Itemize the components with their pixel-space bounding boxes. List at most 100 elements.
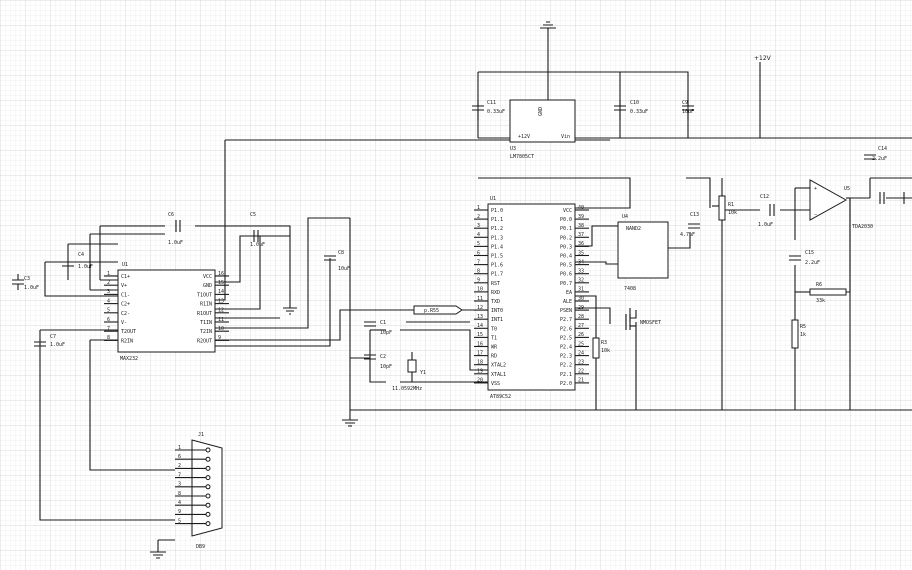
c1-ref: C1 [380,320,386,326]
c3-ref: C3 [24,276,30,282]
ground-symbol-max232 [283,307,297,315]
c13-value: 4.7uF [680,232,695,238]
mcu-left-pin-number: 10 [477,287,483,293]
max232-left-pin-name: C2+ [121,302,130,308]
max232-left-pin-name: R2IN [121,338,133,344]
c6-value: 1.0uF [168,240,183,246]
opamp-part: TDA2030 [852,224,873,230]
mcu-left-pin-name: P1.4 [491,244,503,250]
ground-symbol-mid [342,419,358,427]
wires [39,28,912,521]
c6-ref: C6 [168,212,174,218]
mcu-left-pin-number: 5 [477,241,480,247]
mcu-right-pin-name: P2.1 [560,372,572,378]
max232-right-pin-name: GND [203,283,212,289]
max232-right-pin-number: 10 [218,326,224,332]
mcu-right-pin-name: P0.3 [560,244,572,250]
gate-part: 7408 [624,286,636,292]
mcu-left-pin-name: WR [491,345,498,351]
mcu-ref: U1 [490,196,496,202]
mcu-left-pin-name: P1.5 [491,254,503,260]
mcu-left-pin-number: 1 [477,205,480,211]
max232-right-pin-name: R2OUT [197,338,212,344]
mcu-right-pin-number: 29 [578,305,584,311]
vcc-label: +12V [754,55,772,62]
mcu-left-pin-number: 17 [477,350,483,356]
mcu-left-pin-number: 7 [477,259,480,265]
c15-value: 2.2uF [805,260,820,266]
mcu-right-pin-number: 23 [578,360,584,366]
db9-pin-contact [205,465,211,471]
mcu-left-pin-number: 4 [477,232,480,238]
c9-value: 10uF [682,109,694,115]
mcu-left-pin-name: P1.3 [491,235,503,241]
mcu-left-pin-name: RD [491,354,497,360]
c14-value: 2.2uF [872,156,887,162]
mcu-right-pin-name: P0.1 [560,226,572,232]
c11-value: 0.33uF [487,109,505,115]
r5-value: 1k [800,332,806,338]
net-flag-label: p.R55 [424,308,439,314]
max232-left-pin-name: V+ [121,283,127,289]
max232-right-pin-name: R1OUT [197,311,212,317]
ground-symbol-top [540,21,556,30]
mcu-right-pin-number: 30 [578,296,584,302]
mcu-left-pin-name: P1.7 [491,272,503,278]
c12-ref: C12 [760,194,769,200]
mcu-right-pin-number: 28 [578,314,584,320]
mcu-left-pin-name: XTAL1 [491,372,506,378]
regulator-ref: U3 [510,146,516,152]
c14-ref: C14 [878,146,887,152]
r1-ref: R1 [728,202,734,208]
mcu-right-pin-number: 26 [578,332,584,338]
max232-right-pin-number: 14 [218,289,224,295]
mcu-left-pin-name: TXD [491,299,500,305]
mcu-right-pin-name: P2.5 [560,335,572,341]
mcu-right-pin-name: P0.5 [560,263,572,269]
mcu-left-pin-number: 14 [477,323,483,329]
c3-value: 1.0uF [24,285,39,291]
c7-value: 1.0uF [50,342,65,348]
max232-part: MAX232 [120,356,138,362]
opamp: + − U5 TDA2030 [809,179,873,230]
opamp-ref: U5 [844,186,850,192]
mcu-left-pin-name: P1.6 [491,263,503,269]
mcu-right-pin-name: P0.6 [560,272,572,278]
max232-left-pin-number: 4 [107,298,110,304]
mcu-right-pin-name: VCC [563,208,572,214]
c13-ref: C13 [690,212,699,218]
mcu-left-pin-number: 15 [477,332,483,338]
resistor-r6: R6 33k [809,282,847,304]
max232-right-pin-name: VCC [203,274,212,280]
db9-pin-contact [205,493,211,499]
c2-value: 10pF [380,364,392,370]
svg-text:+: + [814,186,817,192]
crystal-value: 11.0592MHz [392,386,422,392]
c10-ref: C10 [630,100,639,106]
db9-pin-number: 9 [178,509,181,515]
mcu-right-pin-number: 35 [578,250,584,256]
max232-left-pin-number: 3 [107,289,110,295]
max232-right-pin-number: 16 [218,271,224,277]
mcu-right-pin-name: P2.0 [560,381,572,387]
mcu-right-pin-name: EA [566,290,572,296]
db9-pin-number: 5 [178,518,181,524]
c9-ref: C9 [682,100,688,106]
mcu-right-pin-name: P0.2 [560,235,572,241]
mcu-left-pin-number: 18 [477,360,483,366]
capacitor-symbols [12,100,905,373]
db9-pin-contact [205,484,211,490]
mcu-right-pin-name: P0.4 [560,254,572,260]
capacitor-labels: C1 1 0.33uF C10 0.33uF C9 10uF C6 1.0uF C… [24,100,887,370]
max232-left-pin-name: C1+ [121,274,130,280]
mcu-left-pin-number: 8 [477,269,480,275]
c10-value: 0.33uF [630,109,648,115]
mcu-right-pin-number: 40 [578,205,584,211]
mcu-left-pin-name: P1.2 [491,226,503,232]
mcu-part: AT89C52 [490,394,511,400]
resistor-r1: R1 10k [712,195,737,221]
max232-ref: U1 [122,262,128,268]
mcu-left-pin-number: 16 [477,341,483,347]
